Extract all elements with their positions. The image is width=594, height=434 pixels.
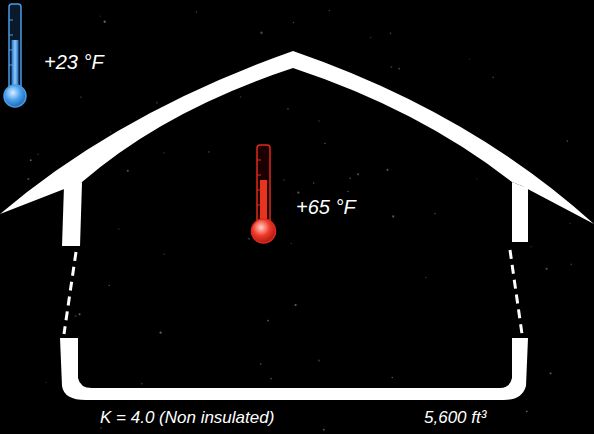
room-volume: 5,600 ft³ xyxy=(424,408,486,428)
star xyxy=(159,332,161,334)
star xyxy=(108,285,109,286)
star xyxy=(45,382,46,383)
star xyxy=(370,37,372,39)
star xyxy=(550,372,552,374)
star xyxy=(324,143,325,144)
star xyxy=(208,151,209,152)
star xyxy=(349,178,351,180)
star xyxy=(291,243,292,244)
star xyxy=(100,16,101,17)
roof xyxy=(0,51,594,224)
star xyxy=(260,32,262,34)
star xyxy=(492,77,494,79)
star xyxy=(248,238,250,240)
star xyxy=(390,32,392,34)
star xyxy=(425,277,427,279)
star xyxy=(398,68,400,70)
star xyxy=(79,313,81,315)
star xyxy=(329,10,331,12)
star xyxy=(270,378,272,380)
star xyxy=(318,120,320,122)
star xyxy=(260,363,262,365)
star xyxy=(390,66,392,68)
star xyxy=(357,173,359,175)
star xyxy=(240,96,242,98)
star xyxy=(163,152,165,154)
star xyxy=(196,11,197,12)
star-field xyxy=(13,10,572,431)
star xyxy=(156,102,158,104)
star xyxy=(434,213,435,214)
star xyxy=(80,96,82,98)
left-wall xyxy=(62,182,82,246)
star xyxy=(283,179,284,180)
star xyxy=(347,191,348,192)
outside-temperature: +23 °F xyxy=(44,51,104,74)
star xyxy=(110,131,111,132)
star xyxy=(318,359,320,361)
star xyxy=(569,223,570,224)
star xyxy=(546,268,548,270)
star xyxy=(267,320,269,322)
star xyxy=(127,170,129,172)
left-wall-lower xyxy=(60,338,528,400)
left-window xyxy=(64,252,76,334)
star xyxy=(392,215,394,217)
star xyxy=(103,21,105,23)
star xyxy=(30,159,32,161)
inside-thermometer xyxy=(252,145,276,243)
star xyxy=(74,315,76,317)
star xyxy=(469,59,470,60)
star xyxy=(530,246,531,247)
right-window xyxy=(510,250,522,334)
star xyxy=(570,264,572,266)
star xyxy=(295,304,297,306)
star xyxy=(287,108,289,110)
star xyxy=(386,169,388,171)
star xyxy=(141,383,143,385)
star xyxy=(27,178,29,180)
star xyxy=(118,228,120,230)
star xyxy=(476,178,477,179)
heat-loss-factor: K = 4.0 (Non insulated) xyxy=(100,408,274,428)
star xyxy=(323,429,325,431)
star xyxy=(100,427,102,429)
inside-temperature: +65 °F xyxy=(296,196,356,219)
star xyxy=(391,377,392,378)
star xyxy=(293,22,295,24)
right-wall xyxy=(512,182,528,242)
outside-thermometer xyxy=(4,4,26,107)
star xyxy=(526,411,528,413)
star xyxy=(313,182,314,183)
star xyxy=(567,140,569,142)
star xyxy=(163,253,164,254)
star xyxy=(37,154,38,155)
star xyxy=(297,192,299,194)
